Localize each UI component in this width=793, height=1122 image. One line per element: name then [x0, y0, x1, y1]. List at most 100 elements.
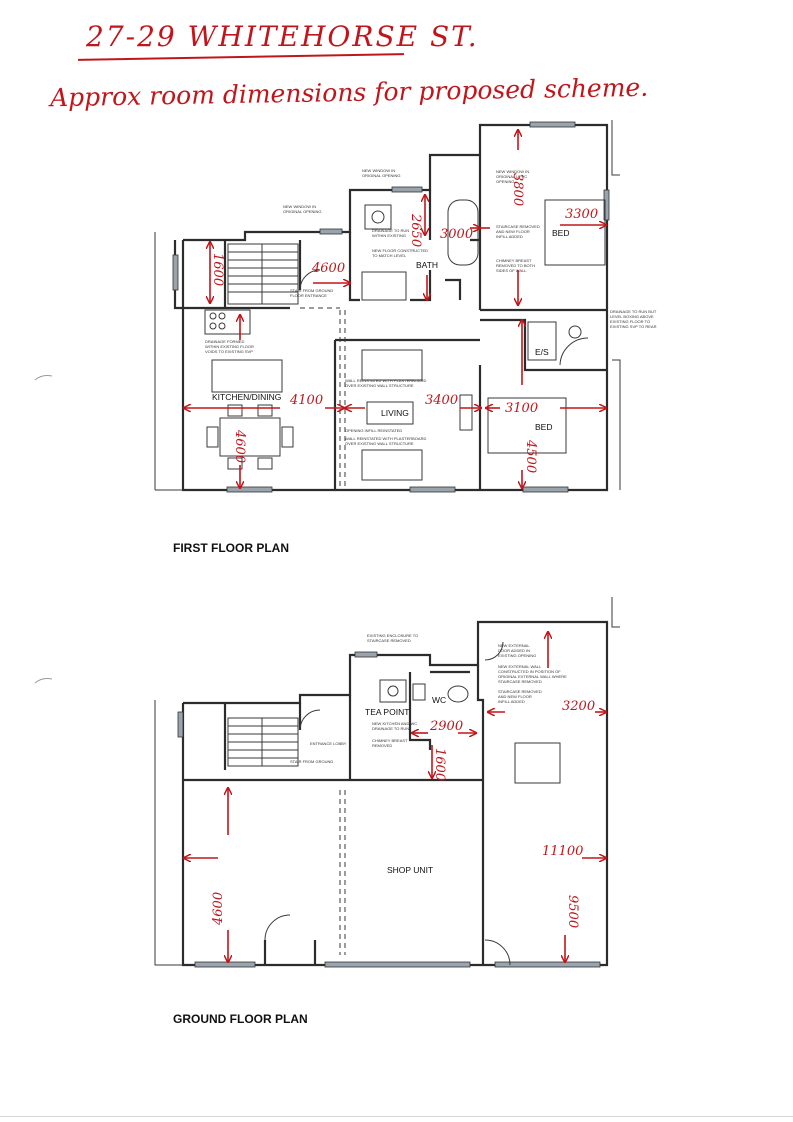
svg-text:DRAINAGE FORMED: DRAINAGE FORMED — [205, 339, 244, 344]
ground-floor-caption: GROUND FLOOR PLAN — [173, 1012, 308, 1026]
first-floor-plan: NEW WINDOW IN ORIGINAL OPENING NEW WINDO… — [154, 120, 657, 493]
svg-text:AND NEW FLOOR: AND NEW FLOOR — [496, 229, 530, 234]
svg-text:ORIGINAL OPENING: ORIGINAL OPENING — [362, 173, 401, 178]
svg-text:DOOR ADDED IN: DOOR ADDED IN — [498, 648, 530, 653]
room-label-ensuite: E/S — [535, 347, 549, 357]
svg-text:CHIMNEY BREAST: CHIMNEY BREAST — [496, 258, 532, 263]
first-floor-stair — [227, 243, 299, 305]
svg-text:EXISTING SVP TO REAR: EXISTING SVP TO REAR — [610, 324, 657, 329]
first-floor-notes: NEW WINDOW IN ORIGINAL OPENING NEW WINDO… — [205, 168, 657, 446]
dim-living-width: 3400 — [425, 393, 458, 408]
dim-kitchen-width: 4100 — [289, 393, 323, 408]
svg-text:CHIMNEY BREAST: CHIMNEY BREAST — [372, 738, 408, 743]
svg-text:OPENING INFILL REINSTATED: OPENING INFILL REINSTATED — [345, 428, 402, 433]
ground-floor-dashed-walls — [339, 790, 346, 955]
svg-text:NEW EXTERNAL: NEW EXTERNAL — [498, 643, 530, 648]
svg-text:EXISTING OPENING: EXISTING OPENING — [498, 653, 536, 658]
svg-text:LEVEL BOXING ABOVE: LEVEL BOXING ABOVE — [610, 314, 654, 319]
living-label-box — [366, 401, 414, 425]
svg-text:NEW EXTERNAL WALL: NEW EXTERNAL WALL — [498, 664, 542, 669]
first-floor-right-neighbour — [611, 120, 621, 490]
dim-kitchen-height: 4600 — [232, 429, 247, 463]
first-floor-windows — [172, 121, 610, 493]
dim-stair: 1600 — [210, 253, 225, 286]
svg-text:STAIRCASE REMOVED: STAIRCASE REMOVED — [498, 679, 542, 684]
ground-floor-notes: EXISTING ENCLOSURE TO STAIRCASE REMOVED … — [290, 633, 567, 764]
svg-text:ORIGINAL OPENING: ORIGINAL OPENING — [283, 209, 322, 214]
svg-text:REMOVED TO BOTH: REMOVED TO BOTH — [496, 263, 535, 268]
svg-text:STAIRCASE REMOVED: STAIRCASE REMOVED — [498, 689, 542, 694]
room-label-tea-point: TEA POINT — [365, 707, 409, 717]
svg-text:INFILL ADDED: INFILL ADDED — [496, 234, 523, 239]
svg-text:WITHIN EXISTING FLOOR: WITHIN EXISTING FLOOR — [205, 344, 254, 349]
room-label-living: LIVING — [381, 408, 409, 418]
ground-floor-internal-walls — [183, 665, 485, 965]
punch-mark-bottom — [34, 678, 53, 684]
room-label-bed-bottom: BED — [535, 422, 552, 432]
svg-text:NEW KITCHEN AND WC: NEW KITCHEN AND WC — [372, 721, 417, 726]
dim-tea-height: 1600 — [432, 748, 447, 781]
room-label-bath: BATH — [416, 260, 438, 270]
room-label-kitchen: KITCHEN/DINING — [212, 392, 281, 402]
svg-text:NEW FLOOR CONSTRUCTED: NEW FLOOR CONSTRUCTED — [372, 248, 428, 253]
dim-right-height: 9500 — [565, 895, 580, 928]
ground-floor-dimension-values: 2900 1600 3200 11100 4600 9500 — [211, 699, 595, 928]
first-floor-dimension-values: 1600 4600 2650 3000 3800 3300 4100 4600 … — [210, 173, 598, 473]
ground-floor-fixtures — [264, 641, 561, 966]
svg-text:ORIGINAL EXTERNAL WALL WHERE: ORIGINAL EXTERNAL WALL WHERE — [498, 674, 567, 679]
svg-text:WITHIN EXISTING: WITHIN EXISTING — [372, 233, 406, 238]
svg-text:STAIRCASE REMOVED: STAIRCASE REMOVED — [496, 224, 540, 229]
svg-text:CONSTRUCTED IN POSITION OF: CONSTRUCTED IN POSITION OF — [498, 669, 561, 674]
svg-text:FLOOR ENTRANCE: FLOOR ENTRANCE — [290, 293, 327, 298]
first-floor-fixtures — [204, 199, 606, 481]
first-floor-outer-wall — [181, 123, 609, 492]
dim-tea-width: 2900 — [429, 719, 463, 734]
svg-text:EXISTING ENCLOSURE TO: EXISTING ENCLOSURE TO — [367, 633, 418, 638]
svg-text:DRAINAGE TO RUN: DRAINAGE TO RUN — [372, 228, 409, 233]
ground-floor-neighbour-wall — [154, 700, 183, 966]
svg-text:NEW WINDOW IN: NEW WINDOW IN — [362, 168, 395, 173]
dim-shop-length: 11100 — [542, 844, 583, 859]
dim-bath-height: 2650 — [408, 213, 423, 247]
first-floor-caption: FIRST FLOOR PLAN — [173, 541, 289, 555]
ground-floor-plan: EXISTING ENCLOSURE TO STAIRCASE REMOVED … — [154, 597, 620, 968]
svg-text:STAIR FROM GROUND: STAIR FROM GROUND — [290, 759, 333, 764]
page-title: 27-29 WHITEHORSE ST. — [86, 20, 479, 53]
room-label-bed-top: BED — [552, 228, 569, 238]
svg-text:OPENING: OPENING — [496, 179, 514, 184]
svg-text:ORIGINAL UPVC: ORIGINAL UPVC — [496, 174, 527, 179]
svg-text:OVER EXISTING WALL STRUCTURE: OVER EXISTING WALL STRUCTURE — [345, 441, 414, 446]
room-label-shop: SHOP UNIT — [387, 865, 433, 875]
svg-text:AND NEW FLOOR: AND NEW FLOOR — [498, 694, 532, 699]
first-floor-dashed-walls — [300, 307, 346, 490]
first-floor-dimension-arrows — [184, 130, 606, 488]
dim-bed-bottom-width: 3100 — [505, 401, 538, 416]
svg-text:STAIRCASE REMOVED: STAIRCASE REMOVED — [367, 638, 411, 643]
svg-text:DRAINAGE TO RUN: DRAINAGE TO RUN — [372, 726, 409, 731]
dim-right-width: 3200 — [562, 699, 595, 714]
svg-text:DRAINAGE TO RUN BUT: DRAINAGE TO RUN BUT — [610, 309, 657, 314]
ground-floor-stair — [227, 717, 299, 767]
svg-text:VOIDS TO EXISTING SVP: VOIDS TO EXISTING SVP — [205, 349, 253, 354]
dim-bed-top-height: 3800 — [510, 173, 525, 206]
svg-text:NEW WINDOW IN: NEW WINDOW IN — [283, 204, 316, 209]
ground-floor-dimension-arrows — [184, 632, 606, 962]
svg-text:ENTRANCE LOBBY: ENTRANCE LOBBY — [310, 741, 347, 746]
svg-text:INFILL ADDED: INFILL ADDED — [498, 699, 525, 704]
dim-bath-width: 3000 — [440, 227, 473, 242]
svg-text:TO MATCH LEVEL: TO MATCH LEVEL — [372, 253, 407, 258]
svg-text:OVER EXISTING WALL STRUCTURE: OVER EXISTING WALL STRUCTURE — [345, 383, 414, 388]
ground-floor-right-neighbour — [611, 597, 620, 628]
ground-floor-outer-wall — [181, 620, 609, 967]
svg-text:STAIR FROM GROUND: STAIR FROM GROUND — [290, 288, 333, 293]
svg-text:SIDES OF WALL: SIDES OF WALL — [496, 268, 527, 273]
svg-text:WALL REINSTATED WITH PLASTERBO: WALL REINSTATED WITH PLASTERBOARD — [345, 378, 426, 383]
dim-left-height: 4600 — [211, 892, 226, 926]
footer-rule — [0, 1116, 793, 1117]
punch-mark-top — [34, 375, 53, 381]
svg-text:REMOVED: REMOVED — [372, 743, 392, 748]
svg-text:WALL REINSTATED WITH PLASTERBO: WALL REINSTATED WITH PLASTERBOARD — [345, 436, 426, 441]
svg-text:EXISTING FLOOR TO: EXISTING FLOOR TO — [610, 319, 650, 324]
ground-floor-windows — [177, 651, 601, 968]
